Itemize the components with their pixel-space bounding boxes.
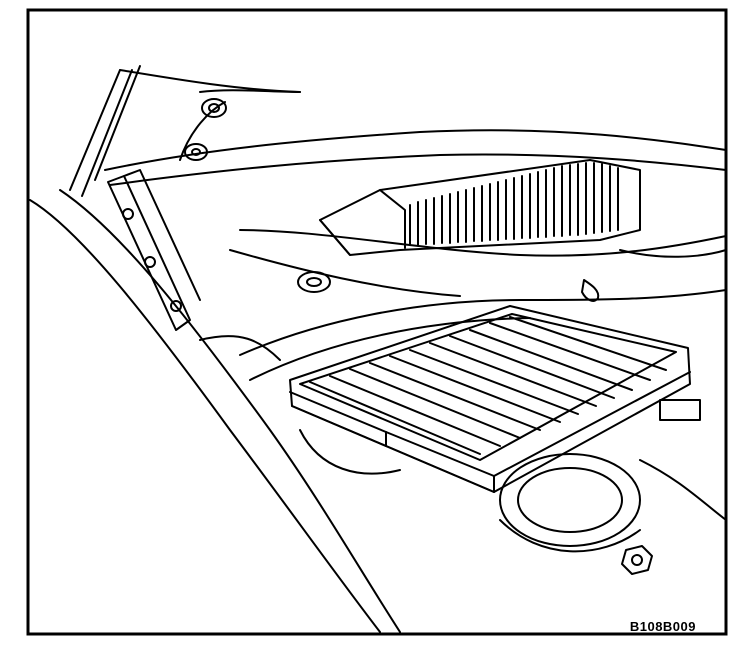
strut-tower <box>499 453 641 553</box>
fender-edge <box>29 65 401 633</box>
hinge-bolt-upper <box>201 98 227 118</box>
hose-connector <box>581 279 600 302</box>
hood-edge <box>104 69 727 186</box>
body-grommet <box>297 271 331 293</box>
cabin-air-filter <box>289 305 691 493</box>
strut-nut <box>621 545 653 575</box>
hood-hinge <box>107 101 226 331</box>
figure-id-label: B108B009 <box>629 619 696 634</box>
cowl-vent-grille <box>319 159 641 256</box>
cowl-panel <box>229 229 727 381</box>
lower-body <box>199 335 727 521</box>
hinge-bolt-lower <box>184 143 208 161</box>
figure-border <box>26 8 728 636</box>
